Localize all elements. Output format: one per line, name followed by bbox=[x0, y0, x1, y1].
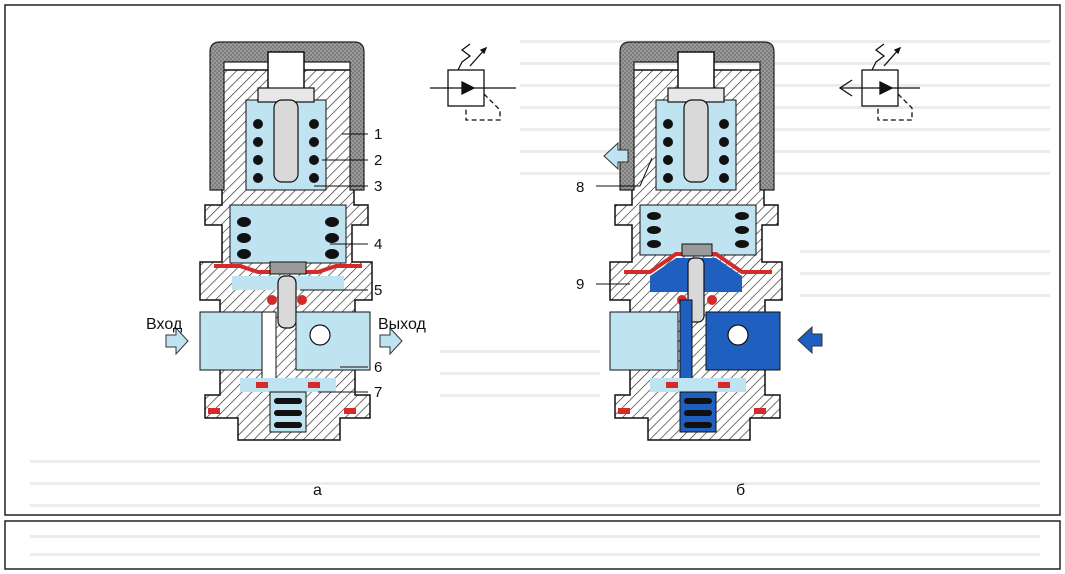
outlet-label: Выход bbox=[378, 316, 427, 333]
callout-8: 8 bbox=[576, 179, 584, 196]
callout-2: 2 bbox=[374, 152, 382, 169]
caption-b: б bbox=[736, 482, 745, 499]
valve-a-adjusting-screw bbox=[267, 51, 305, 91]
figure-frame bbox=[4, 4, 1061, 516]
schematic-symbol-b bbox=[838, 43, 920, 121]
vent-arrow-b bbox=[603, 141, 629, 171]
callout-1: 1 bbox=[374, 126, 382, 143]
valve-a-return-spring bbox=[274, 398, 302, 428]
lower-frame bbox=[4, 520, 1061, 570]
valve-b-main-spring bbox=[647, 212, 749, 248]
callout-3: 3 bbox=[374, 178, 382, 195]
valve-a-main-spring bbox=[237, 217, 339, 259]
callout-9: 9 bbox=[576, 276, 584, 293]
callout-5: 5 bbox=[374, 282, 382, 299]
outlet-arrow-a bbox=[379, 326, 403, 356]
valve-a-outlet-passage bbox=[295, 311, 371, 371]
inlet-arrow-a bbox=[165, 326, 189, 356]
valve-a-inlet-passage bbox=[199, 311, 269, 371]
valve-b-cross-section bbox=[609, 41, 783, 441]
callout-numbers-a: 1 2 3 4 5 6 7 bbox=[374, 126, 382, 401]
inlet-label: Вход bbox=[146, 316, 183, 333]
valve-b-upper-spring bbox=[663, 119, 729, 183]
caption-a: а bbox=[313, 482, 322, 499]
valve-a-poppet-stem bbox=[277, 275, 297, 329]
valve-a-upper-spring bbox=[253, 119, 319, 183]
callout-4: 4 bbox=[374, 236, 382, 253]
callout-leaders-b bbox=[596, 157, 653, 285]
valve-a-plunger bbox=[273, 99, 299, 183]
valve-b-return-spring bbox=[684, 398, 712, 428]
backflow-arrow-b bbox=[797, 325, 823, 355]
valve-a-cross-section bbox=[199, 41, 373, 441]
callout-7: 7 bbox=[374, 384, 382, 401]
valve-b-inlet-passage bbox=[609, 311, 679, 371]
schematic-symbol-a bbox=[430, 43, 516, 121]
valve-a-cap bbox=[209, 41, 365, 191]
callout-6: 6 bbox=[374, 359, 382, 376]
valve-b-cap bbox=[619, 41, 775, 191]
background-bleed-through bbox=[30, 40, 1050, 556]
callout-leaders-a bbox=[300, 133, 368, 393]
